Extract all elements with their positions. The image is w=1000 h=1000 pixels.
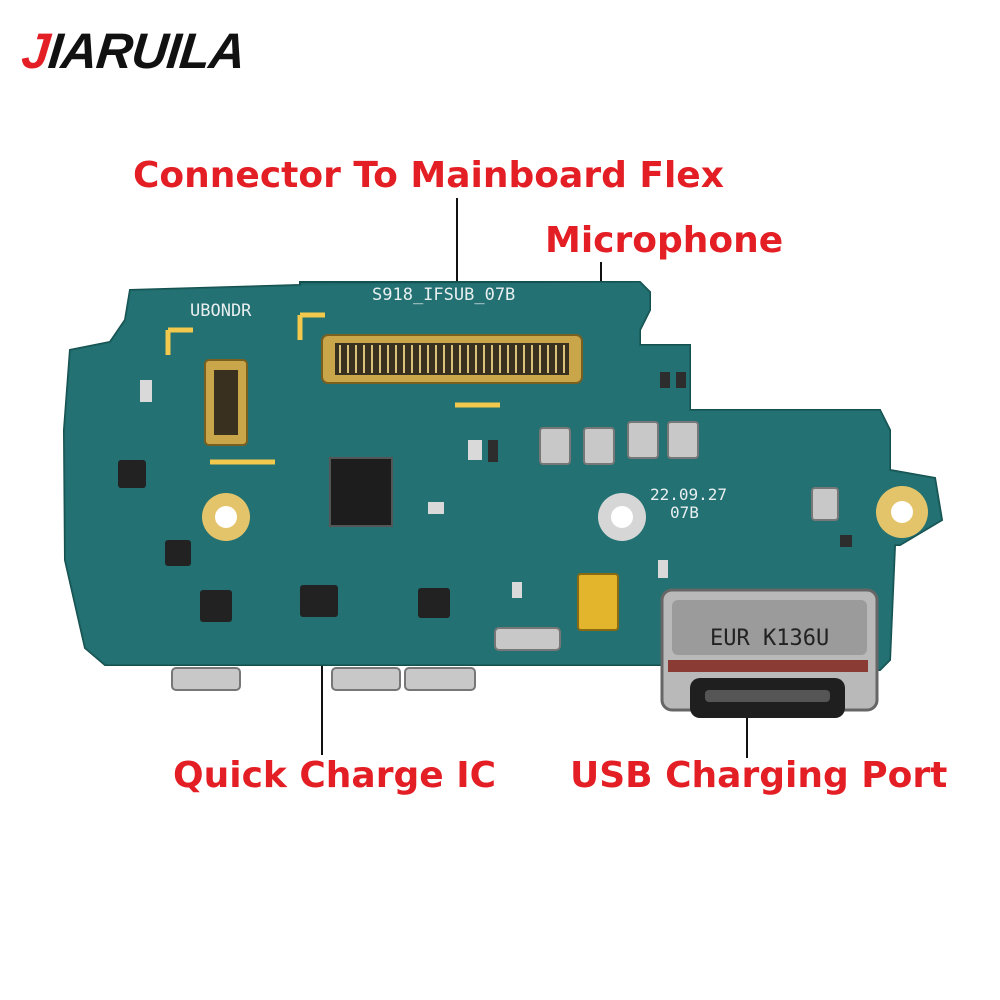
- label-microphone: Microphone: [545, 220, 784, 261]
- usb-c-port: EUR K136U: [660, 588, 879, 718]
- quick-charge-ic-3: [418, 588, 450, 618]
- main-ic: [329, 457, 393, 527]
- label-connector: Connector To Mainboard Flex: [133, 155, 724, 196]
- mainboard-connector: [321, 334, 583, 384]
- label-quick-charge: Quick Charge IC: [173, 755, 497, 796]
- label-usb-port: USB Charging Port: [570, 755, 948, 796]
- mounting-hole-center: [598, 493, 646, 541]
- usb-port-marking: EUR K136U: [710, 626, 829, 651]
- silkscreen-model: S918_IFSUB_07B: [372, 285, 515, 305]
- pcb-board: [62, 281, 944, 674]
- mounting-hole-left: [202, 493, 250, 541]
- quick-charge-ic-1: [200, 590, 232, 622]
- quick-charge-ic-2: [300, 585, 338, 617]
- spring-contacts: [171, 421, 839, 691]
- ic-left-2: [165, 540, 191, 566]
- mounting-hole-right: [876, 486, 928, 538]
- microphone-component: [577, 573, 619, 631]
- ic-left: [118, 460, 146, 488]
- side-connector: [204, 359, 248, 446]
- silkscreen-rev: 07B: [670, 503, 699, 522]
- leader-quick-charge: [321, 600, 323, 755]
- leader-usb-port: [746, 690, 748, 758]
- silkscreen-code: UBONDR: [190, 301, 252, 321]
- leader-connector: [456, 198, 458, 348]
- silkscreen-date: 22.09.27: [650, 485, 727, 504]
